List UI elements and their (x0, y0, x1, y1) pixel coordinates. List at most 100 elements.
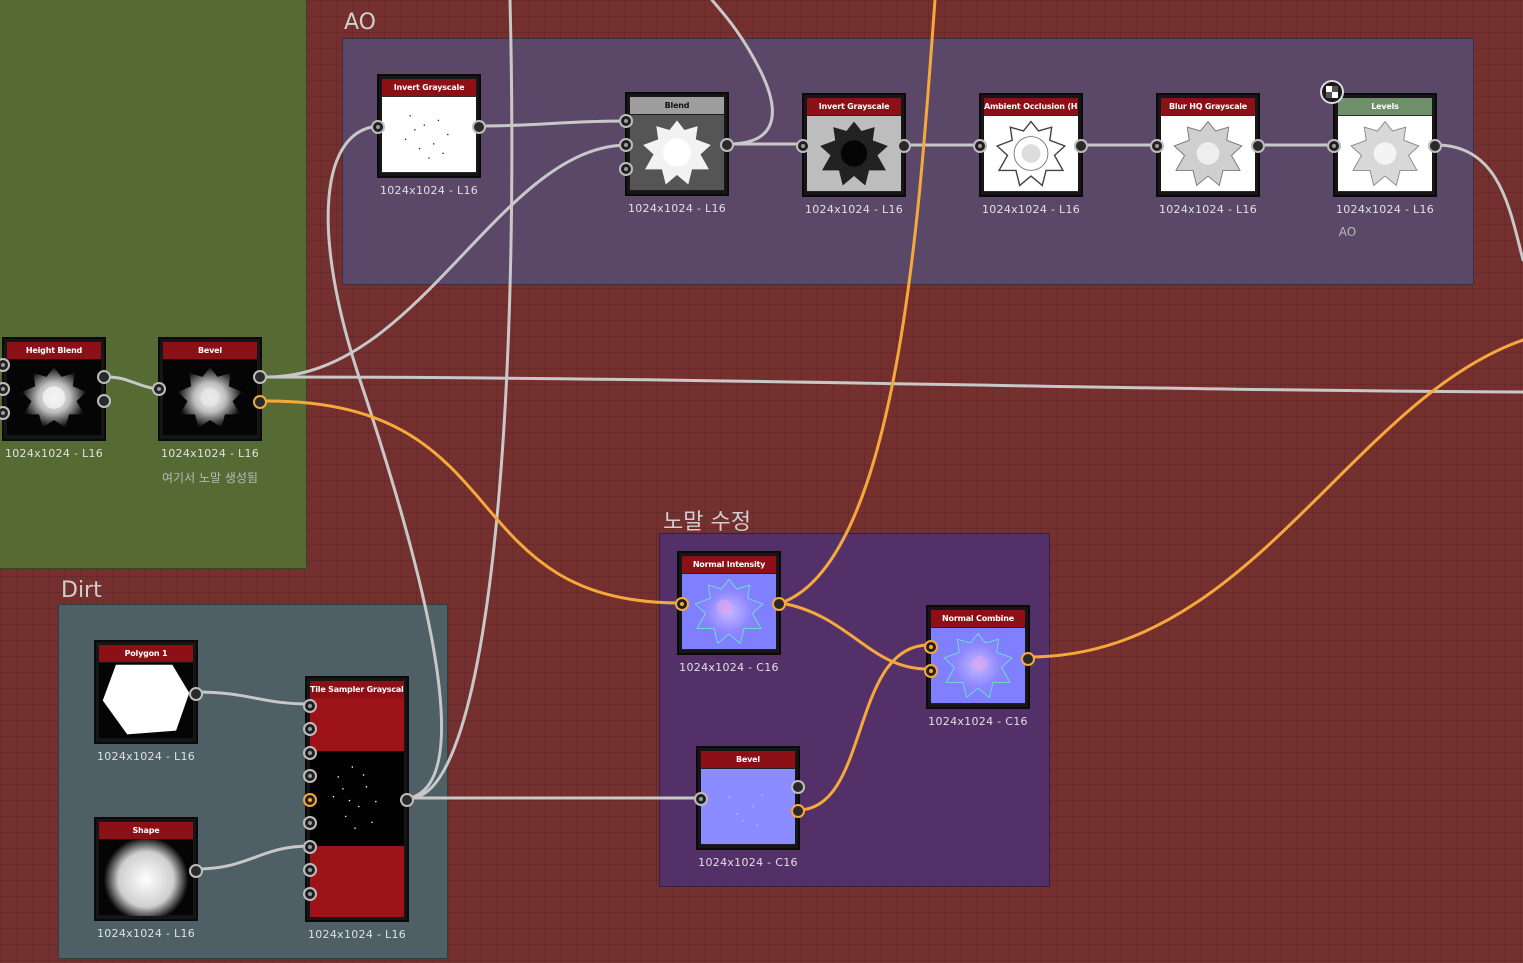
input-port[interactable] (0, 358, 10, 372)
output-port[interactable] (1251, 139, 1265, 153)
normal-output-port[interactable] (772, 597, 786, 611)
normal-output-port[interactable] (1021, 652, 1035, 666)
node-thumbnail (984, 115, 1078, 192)
node-info: 1024x1024 - L16 (96, 927, 196, 940)
node-tile-sampler[interactable]: Tile Sampler Grayscale 1024x1024 - L16 (303, 676, 414, 941)
node-bevel[interactable]: Bevel 1024x1024 - C16 (694, 746, 805, 869)
normal-input-port[interactable] (675, 597, 689, 611)
input-port[interactable] (371, 120, 385, 134)
node-title: Height Blend (7, 342, 101, 359)
node-thumbnail (682, 573, 776, 650)
node-title: Bevel (701, 751, 795, 768)
node-height-blend[interactable]: Height Blend 1024x1024 - L16 (0, 337, 111, 460)
input-port[interactable] (973, 139, 987, 153)
node-invert-grayscale[interactable]: Invert Grayscale 1024x1024 - L16 (796, 93, 911, 216)
output-port[interactable] (253, 370, 267, 384)
node-info: 1024x1024 - L16 (4, 447, 104, 460)
node-blur-hq[interactable]: Blur HQ Grayscale 1024x1024 - L16 (1150, 93, 1265, 216)
node-thumbnail (701, 768, 795, 845)
node-info: 1024x1024 - L16 (981, 203, 1081, 216)
node-thumbnail (807, 115, 901, 192)
node-info: 1024x1024 - L16 (379, 184, 479, 197)
node-title: Tile Sampler Grayscale (310, 681, 404, 698)
node-polygon[interactable]: Polygon 1 1024x1024 - L16 (94, 640, 203, 763)
input-port[interactable] (152, 382, 166, 396)
frame-title: AO (344, 10, 376, 35)
output-port[interactable] (1428, 139, 1442, 153)
frame-title: 노말 수정 (663, 510, 751, 535)
color-wire (265, 399, 683, 605)
color-input-port[interactable] (303, 793, 317, 807)
input-port[interactable] (303, 722, 317, 736)
node-info: 1024x1024 - C16 (698, 856, 798, 869)
node-thumbnail (310, 698, 404, 917)
input-port[interactable] (303, 699, 317, 713)
input-port[interactable] (619, 114, 633, 128)
input-port[interactable] (1150, 139, 1164, 153)
output-port[interactable] (1074, 139, 1088, 153)
checker-badge-icon[interactable] (1320, 80, 1344, 104)
input-port[interactable] (796, 139, 810, 153)
normal-input-port[interactable] (924, 640, 938, 654)
node-info: 1024x1024 - L16 (307, 928, 407, 941)
node-levels[interactable]: Levels 1024x1024 - L16 AO (1327, 93, 1442, 239)
output-port[interactable] (472, 120, 486, 134)
wire (265, 375, 1523, 394)
output-port[interactable] (897, 139, 911, 153)
node-blend[interactable]: Blend 1024x1024 - L16 (619, 92, 734, 215)
node-title: Polygon 1 (99, 645, 193, 662)
node-title: Blur HQ Grayscale (1161, 98, 1255, 115)
node-title: Bevel (163, 342, 257, 359)
node-info: 1024x1024 - L16 (627, 202, 727, 215)
node-info: 1024x1024 - C16 (679, 661, 779, 674)
normal-output-port[interactable] (253, 395, 267, 409)
output-port[interactable] (189, 687, 203, 701)
node-normal-intensity[interactable]: Normal Intensity 1024x1024 - C16 (675, 551, 786, 674)
node-thumbnail (163, 359, 257, 436)
node-info: 1024x1024 - L16 (1158, 203, 1258, 216)
node-thumbnail (99, 662, 193, 739)
node-ambient-occlusion[interactable]: Ambient Occlusion (HBAO) 1024x1024 - L16 (973, 93, 1088, 216)
input-port[interactable] (0, 406, 10, 420)
input-port[interactable] (619, 162, 633, 176)
node-thumbnail (630, 114, 724, 191)
frame-title: Dirt (61, 578, 102, 603)
node-thumbnail (382, 96, 476, 173)
node-info: 1024x1024 - L16 (804, 203, 904, 216)
node-title: Levels (1338, 98, 1432, 115)
frame-green[interactable] (0, 0, 307, 569)
input-port[interactable] (303, 887, 317, 901)
node-info: 1024x1024 - L16 (96, 750, 196, 763)
output-port[interactable] (791, 780, 805, 794)
node-thumbnail (1338, 115, 1432, 192)
input-port[interactable] (619, 138, 633, 152)
output-port[interactable] (189, 864, 203, 878)
color-wire (1027, 338, 1523, 659)
node-comment: AO (1338, 225, 1357, 239)
normal-output-port[interactable] (791, 804, 805, 818)
node-info: 1024x1024 - C16 (928, 715, 1028, 728)
node-bevel[interactable]: Bevel 1024x1024 - L16 여기서 노말 생성됨 (152, 337, 267, 485)
frame-ao[interactable] (342, 38, 1474, 285)
node-thumbnail (99, 839, 193, 916)
input-port[interactable] (303, 863, 317, 877)
normal-input-port[interactable] (924, 664, 938, 678)
input-port[interactable] (0, 382, 10, 396)
node-shape[interactable]: Shape 1024x1024 - L16 (94, 817, 203, 940)
input-port[interactable] (694, 792, 708, 806)
node-comment: 여기서 노말 생성됨 (162, 471, 258, 485)
output-port[interactable] (97, 394, 111, 408)
node-info: 1024x1024 - L16 (1335, 203, 1435, 216)
input-port[interactable] (303, 840, 317, 854)
input-port[interactable] (303, 816, 317, 830)
input-port[interactable] (303, 769, 317, 783)
output-port[interactable] (97, 370, 111, 384)
node-normal-combine[interactable]: Normal Combine 1024x1024 - C16 (924, 605, 1035, 728)
node-title: Shape (99, 822, 193, 839)
input-port[interactable] (303, 746, 317, 760)
output-port[interactable] (720, 138, 734, 152)
input-port[interactable] (1327, 139, 1341, 153)
node-title: Invert Grayscale (807, 98, 901, 115)
output-port[interactable] (400, 793, 414, 807)
node-invert-grayscale[interactable]: Invert Grayscale 1024x1024 - L16 (371, 74, 486, 197)
